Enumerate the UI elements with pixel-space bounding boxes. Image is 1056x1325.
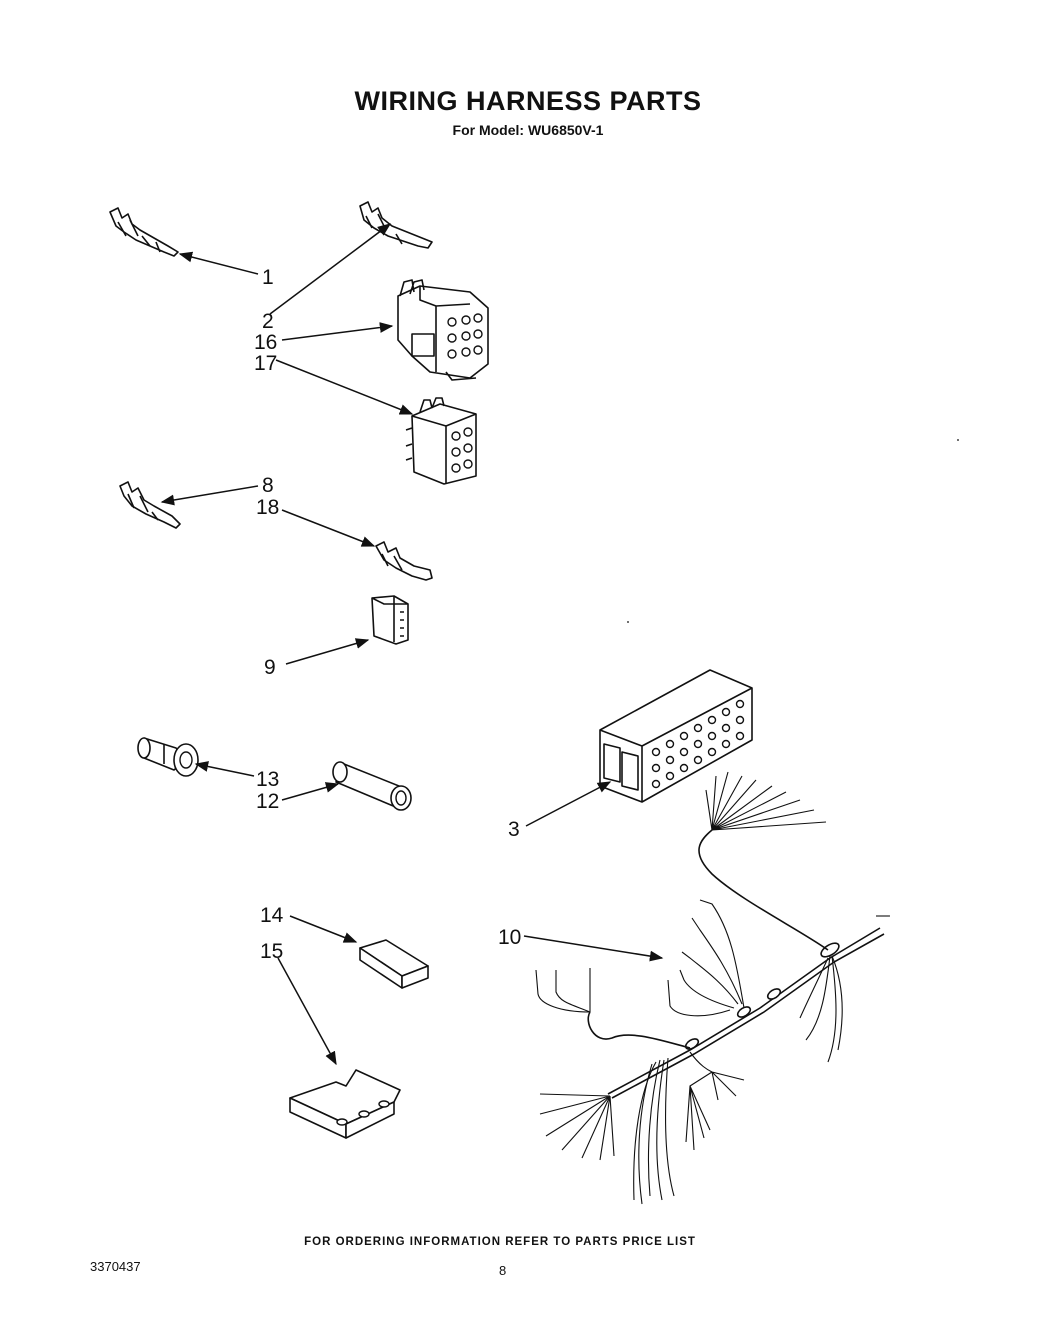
page-title: WIRING HARNESS PARTS bbox=[354, 86, 702, 116]
callout-numbers: 1 2 16 17 8 18 9 13 12 3 14 15 10 bbox=[254, 266, 521, 963]
scan-speck bbox=[627, 621, 629, 623]
socket-part-13 bbox=[137, 737, 199, 777]
connector-housing-part-17 bbox=[405, 397, 477, 485]
terminal-part-18 bbox=[375, 541, 433, 581]
callout-12: 12 bbox=[256, 790, 279, 813]
terminal-part-2 bbox=[359, 201, 433, 249]
callout-1: 1 bbox=[262, 266, 274, 289]
ordering-info-note: FOR ORDERING INFORMATION REFER TO PARTS … bbox=[304, 1236, 696, 1248]
model-subtitle: For Model: WU6850V-1 bbox=[452, 122, 604, 138]
clip-part-15 bbox=[289, 1069, 401, 1139]
callout-10: 10 bbox=[498, 926, 521, 949]
housing-part-9 bbox=[371, 595, 409, 645]
callout-2: 2 bbox=[262, 310, 274, 333]
callout-15: 15 bbox=[260, 940, 283, 963]
terminal-part-8 bbox=[119, 481, 181, 529]
callout-8: 8 bbox=[262, 474, 274, 497]
connector-16-cavities bbox=[447, 313, 483, 359]
callout-18: 18 bbox=[256, 496, 279, 519]
wiring-harness-part-10 bbox=[535, 771, 890, 1205]
callout-16: 16 bbox=[254, 331, 277, 354]
callout-14: 14 bbox=[260, 904, 284, 927]
callout-9: 9 bbox=[264, 656, 276, 679]
connector-housing-part-16 bbox=[397, 279, 489, 381]
page-number: 8 bbox=[499, 1263, 507, 1278]
connector-block-part-3 bbox=[599, 669, 753, 803]
sleeve-part-12 bbox=[332, 761, 412, 811]
connector-3-cavities bbox=[651, 699, 745, 789]
document-number: 3370437 bbox=[90, 1259, 141, 1274]
scan-speck bbox=[957, 439, 959, 441]
callout-17: 17 bbox=[254, 352, 277, 375]
callout-3: 3 bbox=[508, 818, 520, 841]
connector-17-cavities bbox=[451, 427, 473, 473]
leader-lines bbox=[160, 223, 664, 1066]
callout-13: 13 bbox=[256, 768, 279, 791]
block-part-14 bbox=[359, 939, 429, 989]
terminal-part-1 bbox=[109, 207, 179, 257]
